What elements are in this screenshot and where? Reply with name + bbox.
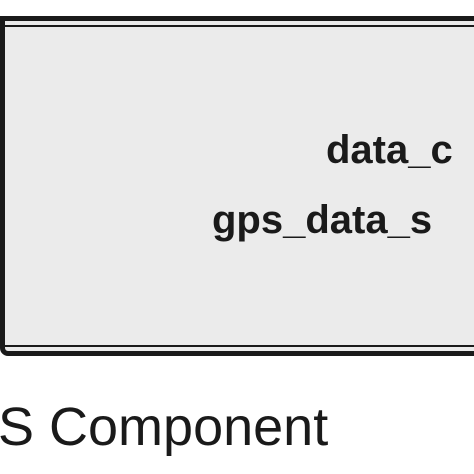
port-label-gps-data: gps_data_s [212, 198, 433, 242]
component-name-label: S Component [0, 397, 329, 457]
component-block [0, 16, 474, 356]
port-label-data-out: data_c [326, 128, 453, 172]
